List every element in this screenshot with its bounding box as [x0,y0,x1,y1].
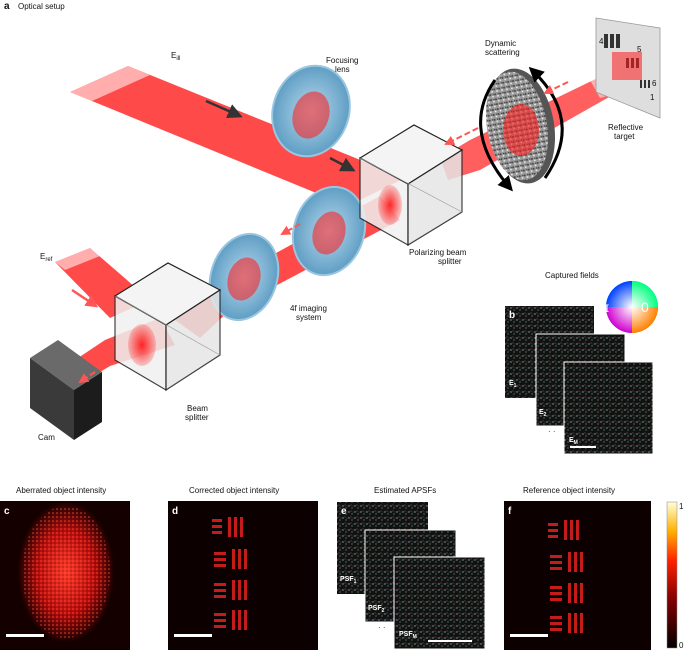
return-arrow-2 [543,81,569,95]
captured-field-m [563,361,654,455]
intensity-colorbar [666,501,678,649]
scale-bar-d [174,634,212,637]
panel-b-label: b [509,310,515,321]
reflective-target: 4 5 6 1 [595,17,661,119]
field-em-label: EM [569,437,578,446]
return-arrow-3 [280,223,301,235]
phase-colorwheel [606,281,658,333]
illumination-arrow [205,99,243,119]
colorwheel-zero-label: 0 [641,299,649,315]
camera-arrow [78,371,96,384]
scale-bar-e [428,640,472,642]
scale-bar-c [6,634,44,637]
colorbar-max: 1 [679,502,684,511]
svg-text:5: 5 [637,45,642,54]
field-e2-label: E2 [539,409,547,418]
field-ellipsis: · · [548,427,556,436]
colorwheel-pi-label: π [600,300,609,316]
svg-text:4: 4 [599,37,604,46]
colorbar-min: 0 [679,641,684,650]
panel-c-title: Aberrated object intensity [16,486,106,495]
illumination-arrow-2 [329,156,356,172]
panel-d-label: d [172,506,178,517]
illumination-beam [70,66,405,206]
e-ref-label: Eref [40,252,53,263]
corrected-target-bars [212,517,247,630]
panel-f-label: f [508,506,512,517]
psf-m-label: PSFM [399,631,417,640]
rotation-arrow-right [528,66,564,179]
beam-splitter [113,262,222,392]
panel-e-title: Estimated APSFs [374,486,436,495]
scale-bar-b [570,446,596,448]
dynamic-scattering-diffuser [485,68,556,184]
psf-ellipsis: · · [378,623,386,632]
scale-bar-f [510,634,548,637]
rotation-arrow-left [479,79,513,192]
apsf-m [393,556,486,650]
panel-c-label: c [4,506,10,517]
panel-f-title: Reference object intensity [523,486,615,495]
reference-arrow [71,288,99,308]
polarizing-beam-splitter [358,124,464,247]
psf-1-label: PSF1 [340,576,357,585]
svg-text:1: 1 [650,93,655,102]
field-e1-label: E1 [509,380,517,389]
cam-label: Cam [38,433,55,442]
panel-d-title: Corrected object intensity [189,486,279,495]
panel-e-label: e [341,506,347,517]
setup-title: Optical setup [18,2,65,11]
return-arrow [444,127,479,145]
psf-2-label: PSF2 [368,605,385,614]
e-ill-label: Eill [171,51,180,62]
captured-fields-title: Captured fields [545,271,599,280]
reference-target-bars [548,520,583,633]
svg-text:6: 6 [652,79,657,88]
panel-a-label: a [4,1,10,12]
